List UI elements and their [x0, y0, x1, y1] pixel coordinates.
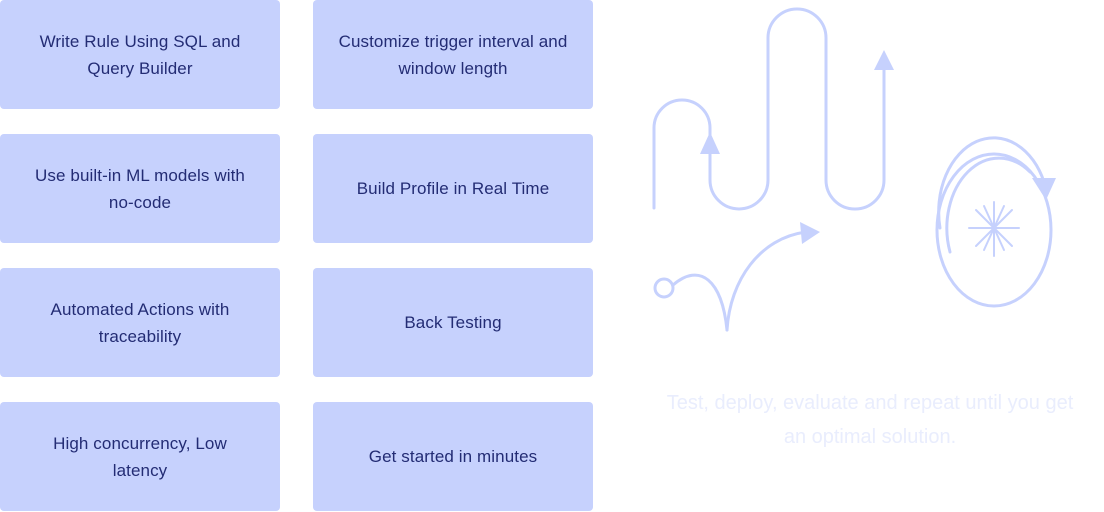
- feature-label: Build Profile in Real Time: [356, 179, 550, 198]
- feature-card-build-profile: Build Profile in Real Time: [313, 134, 593, 243]
- feature-label: Write Rule Using SQL and Query Builder: [39, 31, 241, 78]
- feature-card-get-started: Get started in minutes: [313, 402, 593, 511]
- feature-label: Customize trigger interval and window le…: [338, 31, 568, 78]
- tagline: Test, deploy, evaluate and repeat until …: [666, 392, 1074, 448]
- feature-card-concurrency: High concurrency, Low latency: [0, 402, 280, 511]
- feature-label: Use built-in ML models with no-code: [35, 165, 245, 212]
- feature-card-automated-actions: Automated Actions with traceability: [0, 268, 280, 377]
- feature-label: High concurrency, Low latency: [53, 433, 227, 480]
- feature-card-trigger-interval: Customize trigger interval and window le…: [313, 0, 593, 109]
- feature-label: Get started in minutes: [368, 447, 538, 466]
- process-illustration: [652, 7, 1056, 332]
- feature-card-sql-rules: Write Rule Using SQL and Query Builder: [0, 0, 280, 109]
- winding-arrow-path-icon: [652, 7, 886, 211]
- feature-label: Automated Actions with traceability: [50, 299, 230, 346]
- feature-label: Back Testing: [404, 313, 502, 332]
- feature-card-ml-models: Use built-in ML models with no-code: [0, 134, 280, 243]
- curved-arrow-icon: [653, 230, 808, 332]
- refresh-cycle-icon: [935, 136, 1053, 308]
- feature-card-back-testing: Back Testing: [313, 268, 593, 377]
- sparkle-icon: [968, 201, 1020, 257]
